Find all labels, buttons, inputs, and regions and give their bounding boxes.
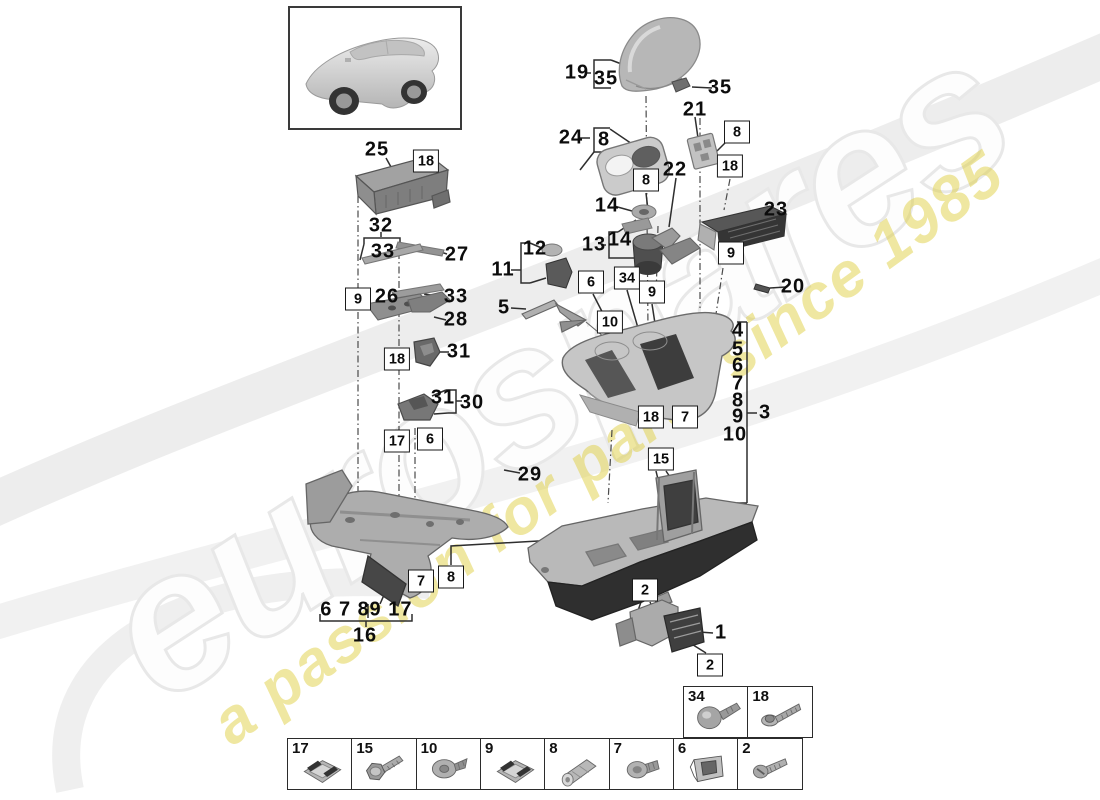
part-callout-6: 6 bbox=[731, 354, 745, 377]
part-console-body bbox=[527, 469, 759, 621]
part-callout-23: 23 bbox=[763, 198, 789, 221]
legend-cell-18: 18 bbox=[747, 686, 814, 739]
part-callout-15-boxed: 15 bbox=[647, 447, 675, 471]
part-callout-8-boxed: 8 bbox=[633, 168, 659, 192]
part-callout-34-boxed: 34 bbox=[613, 266, 641, 290]
part-callout-31: 31 bbox=[430, 386, 456, 409]
part-retainer-panel bbox=[686, 132, 720, 170]
legend-cell-17: 17 bbox=[287, 738, 353, 790]
part-callout-2-boxed: 2 bbox=[697, 653, 723, 677]
part-callout-35: 35 bbox=[593, 67, 619, 90]
part-callout-32: 32 bbox=[368, 214, 394, 237]
part-armrest-clip bbox=[671, 77, 691, 93]
part-bracket-plates bbox=[650, 227, 701, 265]
legend-part-number: 15 bbox=[356, 740, 373, 757]
part-callout-17-boxed: 17 bbox=[383, 429, 411, 453]
part-callout-22: 22 bbox=[662, 158, 688, 181]
part-callout-5: 5 bbox=[497, 296, 511, 319]
legend-cell-2: 2 bbox=[737, 738, 804, 790]
fastener-legend-bottom-row: 17 15 10 9 8 7 6 2 bbox=[287, 738, 804, 790]
part-callout-20: 20 bbox=[780, 275, 806, 298]
legend-part-number: 2 bbox=[742, 740, 751, 757]
part-clamp bbox=[545, 257, 573, 289]
part-callout-1: 1 bbox=[714, 621, 728, 644]
part-grommet-disc bbox=[541, 243, 563, 257]
legend-cell-9: 9 bbox=[479, 738, 546, 790]
part-callout-19: 19 bbox=[564, 61, 590, 84]
part-callout-29: 29 bbox=[517, 463, 543, 486]
part-callout-27: 27 bbox=[444, 243, 470, 266]
legend-part-number: 8 bbox=[549, 740, 558, 757]
part-callout-30: 30 bbox=[459, 391, 485, 414]
part-latch-lower bbox=[397, 393, 439, 421]
part-callout-4: 4 bbox=[731, 319, 745, 342]
legend-part-number: 18 bbox=[752, 688, 769, 706]
part-callout-28: 28 bbox=[443, 308, 469, 331]
part-callout-7-boxed: 7 bbox=[672, 405, 698, 429]
legend-part-number: 17 bbox=[292, 740, 309, 757]
part-mounting-bracket bbox=[615, 591, 705, 653]
legend-part-number: 10 bbox=[420, 740, 438, 757]
part-console-frame bbox=[305, 469, 509, 607]
part-callout-8-boxed: 8 bbox=[438, 565, 464, 589]
legend-cell-10: 10 bbox=[415, 738, 482, 790]
part-callout-21: 21 bbox=[682, 98, 708, 121]
part-callout-7-boxed: 7 bbox=[408, 569, 434, 593]
part-callout-16: 16 bbox=[352, 624, 378, 647]
legend-part-number: 9 bbox=[484, 740, 494, 757]
part-callout-9: 9 bbox=[731, 405, 745, 428]
part-callout-14: 14 bbox=[594, 194, 620, 217]
part-callout-33: 33 bbox=[443, 285, 469, 308]
part-console-upper-housing bbox=[561, 311, 736, 427]
legend-cell-6: 6 bbox=[672, 738, 739, 790]
part-callout-10-boxed: 10 bbox=[596, 310, 624, 334]
part-latch-upper bbox=[413, 337, 441, 367]
part-callout-8: 8 bbox=[731, 389, 745, 412]
part-callout-26: 26 bbox=[374, 285, 400, 308]
part-callout-6-boxed: 6 bbox=[578, 270, 604, 294]
part-callout-35: 35 bbox=[707, 76, 733, 99]
part-callout-9-boxed: 9 bbox=[718, 241, 744, 265]
callout-leader-lines bbox=[319, 59, 787, 654]
part-callout-7: 7 bbox=[731, 372, 745, 395]
part-callout-10: 10 bbox=[722, 423, 748, 446]
legend-cell-8: 8 bbox=[544, 738, 611, 790]
vehicle-thumbnail-box bbox=[288, 6, 462, 130]
part-callout-8: 8 bbox=[597, 128, 611, 151]
legend-part-number: 6 bbox=[677, 740, 687, 757]
part-callout-3: 3 bbox=[758, 401, 772, 424]
part-grommet bbox=[621, 204, 657, 235]
part-callout-9-boxed: 9 bbox=[639, 280, 665, 304]
part-callout-24: 24 bbox=[558, 126, 584, 149]
part-callout-9-17: 9 17 bbox=[369, 598, 413, 621]
car-side-icon bbox=[305, 37, 440, 115]
part-trim-strips bbox=[361, 241, 451, 321]
part-callout-18-boxed: 18 bbox=[716, 154, 744, 178]
part-callout-12: 12 bbox=[522, 237, 548, 260]
part-callout-31: 31 bbox=[446, 340, 472, 363]
part-armrest-lid bbox=[618, 17, 701, 92]
part-callout-9-boxed: 9 bbox=[345, 287, 371, 311]
part-callout-11: 11 bbox=[491, 258, 515, 281]
part-callout-18-boxed: 18 bbox=[383, 347, 411, 371]
part-callout-25: 25 bbox=[364, 138, 390, 161]
part-callout-2-boxed: 2 bbox=[632, 578, 658, 602]
part-callout-5: 5 bbox=[731, 338, 745, 361]
part-callout-33: 33 bbox=[370, 240, 396, 263]
fastener-legend-top-row: 34 18 bbox=[683, 686, 814, 739]
part-callout-6-boxed: 6 bbox=[417, 427, 443, 451]
part-callout-14: 14 bbox=[607, 228, 633, 251]
legend-part-number: 34 bbox=[688, 688, 705, 706]
part-callout-18-boxed: 18 bbox=[412, 149, 440, 173]
legend-part-number: 7 bbox=[613, 740, 622, 757]
part-callout-18-boxed: 18 bbox=[637, 405, 665, 429]
part-callout-8-boxed: 8 bbox=[724, 120, 750, 144]
part-callout-6-7-8: 6 7 8 bbox=[320, 598, 370, 621]
part-fastener-20 bbox=[753, 283, 771, 294]
part-callout-13: 13 bbox=[581, 233, 607, 256]
